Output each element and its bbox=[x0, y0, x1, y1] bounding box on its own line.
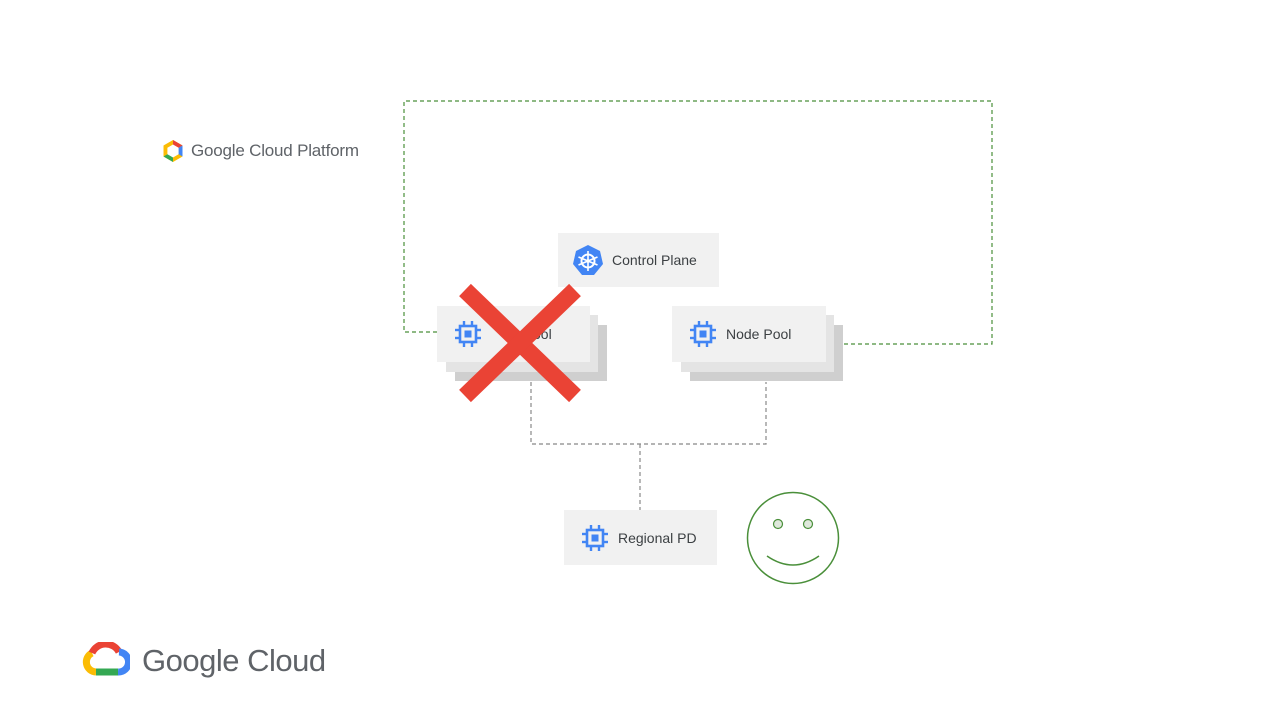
node-pool-right-label: Node Pool bbox=[726, 326, 792, 342]
gcp-hexagon-icon bbox=[163, 140, 183, 162]
connector-left-pool bbox=[530, 382, 767, 445]
smiley-face-icon bbox=[746, 491, 840, 585]
control-plane-node: Control Plane bbox=[558, 233, 719, 287]
google-cloud-logo: Google Cloud bbox=[82, 640, 326, 682]
regional-pd-node: Regional PD bbox=[564, 510, 717, 565]
gcp-logo-label: Google Cloud Platform bbox=[191, 141, 359, 160]
node-pool-right: Node Pool bbox=[672, 306, 826, 362]
kubernetes-icon bbox=[573, 245, 603, 275]
chip-icon bbox=[582, 524, 608, 551]
regional-pd-label: Regional PD bbox=[618, 529, 697, 546]
control-plane-label: Control Plane bbox=[612, 252, 697, 268]
chip-icon bbox=[690, 321, 716, 347]
google-cloud-label: Google Cloud bbox=[142, 643, 326, 678]
failover-path bbox=[403, 100, 993, 345]
google-cloud-icon bbox=[82, 642, 130, 676]
failure-x-icon bbox=[459, 283, 581, 403]
gcp-logo: Google Cloud Platform bbox=[161, 137, 359, 165]
chip-icon bbox=[455, 321, 481, 347]
